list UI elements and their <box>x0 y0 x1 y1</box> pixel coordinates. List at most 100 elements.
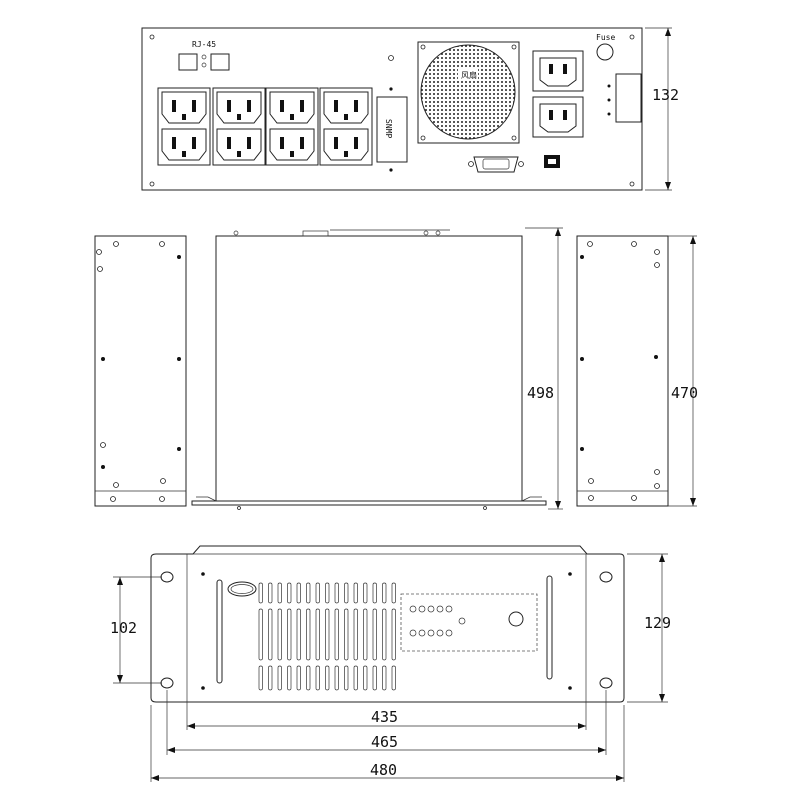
vent-slot <box>391 582 396 604</box>
vent-slot <box>258 582 263 604</box>
dimension-102: 102 <box>110 619 137 637</box>
vent-slot <box>382 665 387 691</box>
rj45-port <box>210 53 230 71</box>
status-leds <box>409 605 466 637</box>
rack-hole-icon <box>160 571 174 583</box>
vent-slot <box>325 582 330 604</box>
led-display-panel <box>400 593 538 652</box>
rear-screw-icon <box>629 34 635 40</box>
status-led-icon <box>445 605 453 613</box>
iec-c13-outlet <box>269 91 315 124</box>
status-led-icon <box>436 629 444 637</box>
db9-connector-icon <box>473 156 519 173</box>
vent-slot <box>353 582 358 604</box>
vent-slot <box>372 582 377 604</box>
iec-c13-outlet <box>216 91 262 124</box>
vent-slot <box>363 665 368 691</box>
status-led-icon <box>458 617 466 625</box>
vent-grille <box>258 582 396 691</box>
vent-slot <box>353 665 358 691</box>
vent-slot <box>372 608 377 661</box>
rj45-led-icon <box>201 54 207 60</box>
status-led-icon <box>427 605 435 613</box>
vent-slot <box>334 665 339 691</box>
rear-screw-icon <box>149 34 155 40</box>
snmp-screw-icon <box>389 87 393 91</box>
fan-corner-screw-icon <box>420 44 426 50</box>
vent-slot <box>382 608 387 661</box>
vent-slot <box>391 608 396 661</box>
status-led-icon <box>436 605 444 613</box>
fan-label: 风扇 <box>461 70 477 80</box>
rj45-port <box>178 53 198 71</box>
fan-housing <box>417 41 520 144</box>
fan-corner-screw-icon <box>511 135 517 141</box>
c20-inlet <box>532 96 584 138</box>
fan-corner-screw-icon <box>511 44 517 50</box>
right-side-view: 470 <box>576 235 698 507</box>
status-led-icon <box>409 629 417 637</box>
vent-slot <box>315 608 320 661</box>
vent-slot <box>268 665 273 691</box>
status-led-icon <box>409 605 417 613</box>
vent-slot <box>268 582 273 604</box>
vent-slot <box>382 582 387 604</box>
vent-slot <box>391 665 396 691</box>
vent-slot <box>344 582 349 604</box>
dimension-480: 480 <box>370 761 397 779</box>
vent-slot <box>306 608 311 661</box>
iec-c13-outlet <box>216 128 262 161</box>
vent-slot <box>287 665 292 691</box>
vent-slot <box>372 665 377 691</box>
vent-slot <box>363 608 368 661</box>
dimension-435: 435 <box>371 708 398 726</box>
iec-c13-outlet <box>161 128 207 161</box>
status-led-icon <box>418 629 426 637</box>
vent-slot <box>277 665 282 691</box>
vent-slot <box>268 608 273 661</box>
power-button[interactable] <box>508 611 524 627</box>
top-view-outline <box>215 235 523 502</box>
dimension-132: 132 <box>652 86 679 104</box>
status-led-icon <box>418 605 426 613</box>
vent-slot <box>277 608 282 661</box>
vent-slot <box>306 665 311 691</box>
rj45-label: RJ-45 <box>192 40 216 49</box>
front-panel-view: 102 129 435 465 480 <box>110 545 671 782</box>
vent-slot <box>287 608 292 661</box>
fuse-holder-icon <box>596 43 614 61</box>
vent-slot <box>315 665 320 691</box>
vent-slot <box>334 608 339 661</box>
mounting-rail <box>191 500 547 506</box>
vent-slot <box>296 608 301 661</box>
dimension-465: 465 <box>371 733 398 751</box>
outlet-pair-frame <box>212 87 266 166</box>
vent-slot <box>306 582 311 604</box>
vent-slot <box>287 582 292 604</box>
vent-slot <box>277 582 282 604</box>
vent-slot <box>296 582 301 604</box>
iec-outlet-bank <box>157 87 373 166</box>
vent-slot <box>258 665 263 691</box>
vent-slot <box>353 608 358 661</box>
vent-slot <box>363 582 368 604</box>
dimension-498: 498 <box>527 384 554 402</box>
c19-outlet <box>532 50 584 92</box>
vent-slot <box>325 665 330 691</box>
dimension-129: 129 <box>644 614 671 632</box>
vent-slot <box>296 665 301 691</box>
top-view: 498 <box>191 227 563 510</box>
rack-hole-icon <box>599 677 613 689</box>
status-led-icon <box>445 629 453 637</box>
rear-screw-icon <box>149 181 155 187</box>
outlet-pair-frame <box>265 87 319 166</box>
vent-slot <box>344 608 349 661</box>
outlet-pair-frame <box>157 87 211 166</box>
left-handle <box>216 579 223 684</box>
front-panel-outline <box>150 545 625 703</box>
vent-slot <box>258 608 263 661</box>
fan-corner-screw-icon <box>420 135 426 141</box>
fan-grille <box>420 44 516 140</box>
status-led-icon <box>427 629 435 637</box>
rack-hole-icon <box>599 571 613 583</box>
